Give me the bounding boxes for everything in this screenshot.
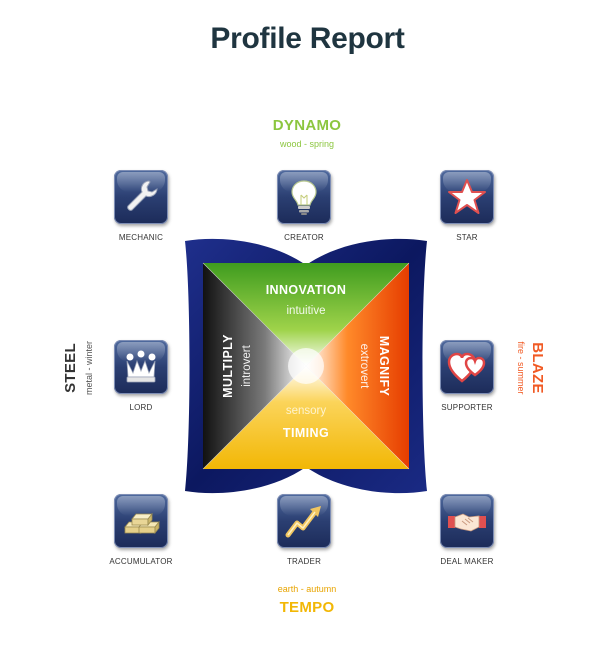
trader-label: TRADER [286, 557, 322, 566]
quadrant-bottom-main: TIMING [282, 426, 330, 440]
supporter-label: SUPPORTER [441, 403, 493, 412]
gold-bars-icon [124, 512, 160, 535]
quadrant-top-main: INNOVATION [265, 283, 347, 297]
element-left-name: STEEL [62, 343, 79, 393]
deal-maker-label: DEAL MAKER [440, 557, 494, 566]
element-right-name: BLAZE [529, 342, 546, 394]
element-top-sub: wood - spring [279, 139, 335, 149]
mechanic-tile[interactable] [114, 170, 168, 224]
quadrant-left-main: MULTIPLY [221, 334, 235, 398]
hearts-icon [447, 352, 486, 383]
quadrant-bottom [203, 366, 409, 469]
quadrant-top-sub: intuitive [286, 305, 326, 317]
quadrant-top [203, 263, 409, 366]
quadrant-left [203, 263, 306, 469]
supporter-tile[interactable] [440, 340, 494, 394]
handshake-icon [448, 513, 486, 532]
lord-label: LORD [129, 403, 153, 412]
profile-square-diagram: INNOVATION intuitive sensory TIMING MULT… [181, 235, 431, 497]
trader-tile[interactable] [277, 494, 331, 548]
crown-icon [126, 350, 156, 383]
lord-tile[interactable] [114, 340, 168, 394]
mechanic-label: MECHANIC [118, 233, 164, 242]
accumulator-label: ACCUMULATOR [109, 557, 173, 566]
star-icon [448, 179, 486, 214]
deal-maker-tile[interactable] [440, 494, 494, 548]
star-tile[interactable] [440, 170, 494, 224]
quadrant-bottom-sub: sensory [285, 405, 327, 417]
quadrant-left-sub: introvert [241, 345, 253, 387]
page-title: Profile Report [210, 22, 405, 55]
quadrant-right-sub: extrovert [358, 343, 370, 389]
wrench-icon [127, 180, 158, 211]
quadrant-right [306, 263, 409, 469]
creator-tile[interactable] [277, 170, 331, 224]
element-bottom-sub: earth - autumn [277, 584, 337, 594]
trend-arrow-icon [285, 506, 321, 538]
lightbulb-icon [291, 180, 317, 215]
star-label: STAR [456, 233, 478, 242]
creator-label: CREATOR [284, 233, 324, 242]
quadrant-right-main: MAGNIFY [377, 335, 391, 397]
element-bottom-name: TEMPO [279, 599, 335, 616]
profile-square-graphic [185, 238, 427, 494]
element-top-name: DYNAMO [272, 117, 342, 134]
accumulator-tile[interactable] [114, 494, 168, 548]
